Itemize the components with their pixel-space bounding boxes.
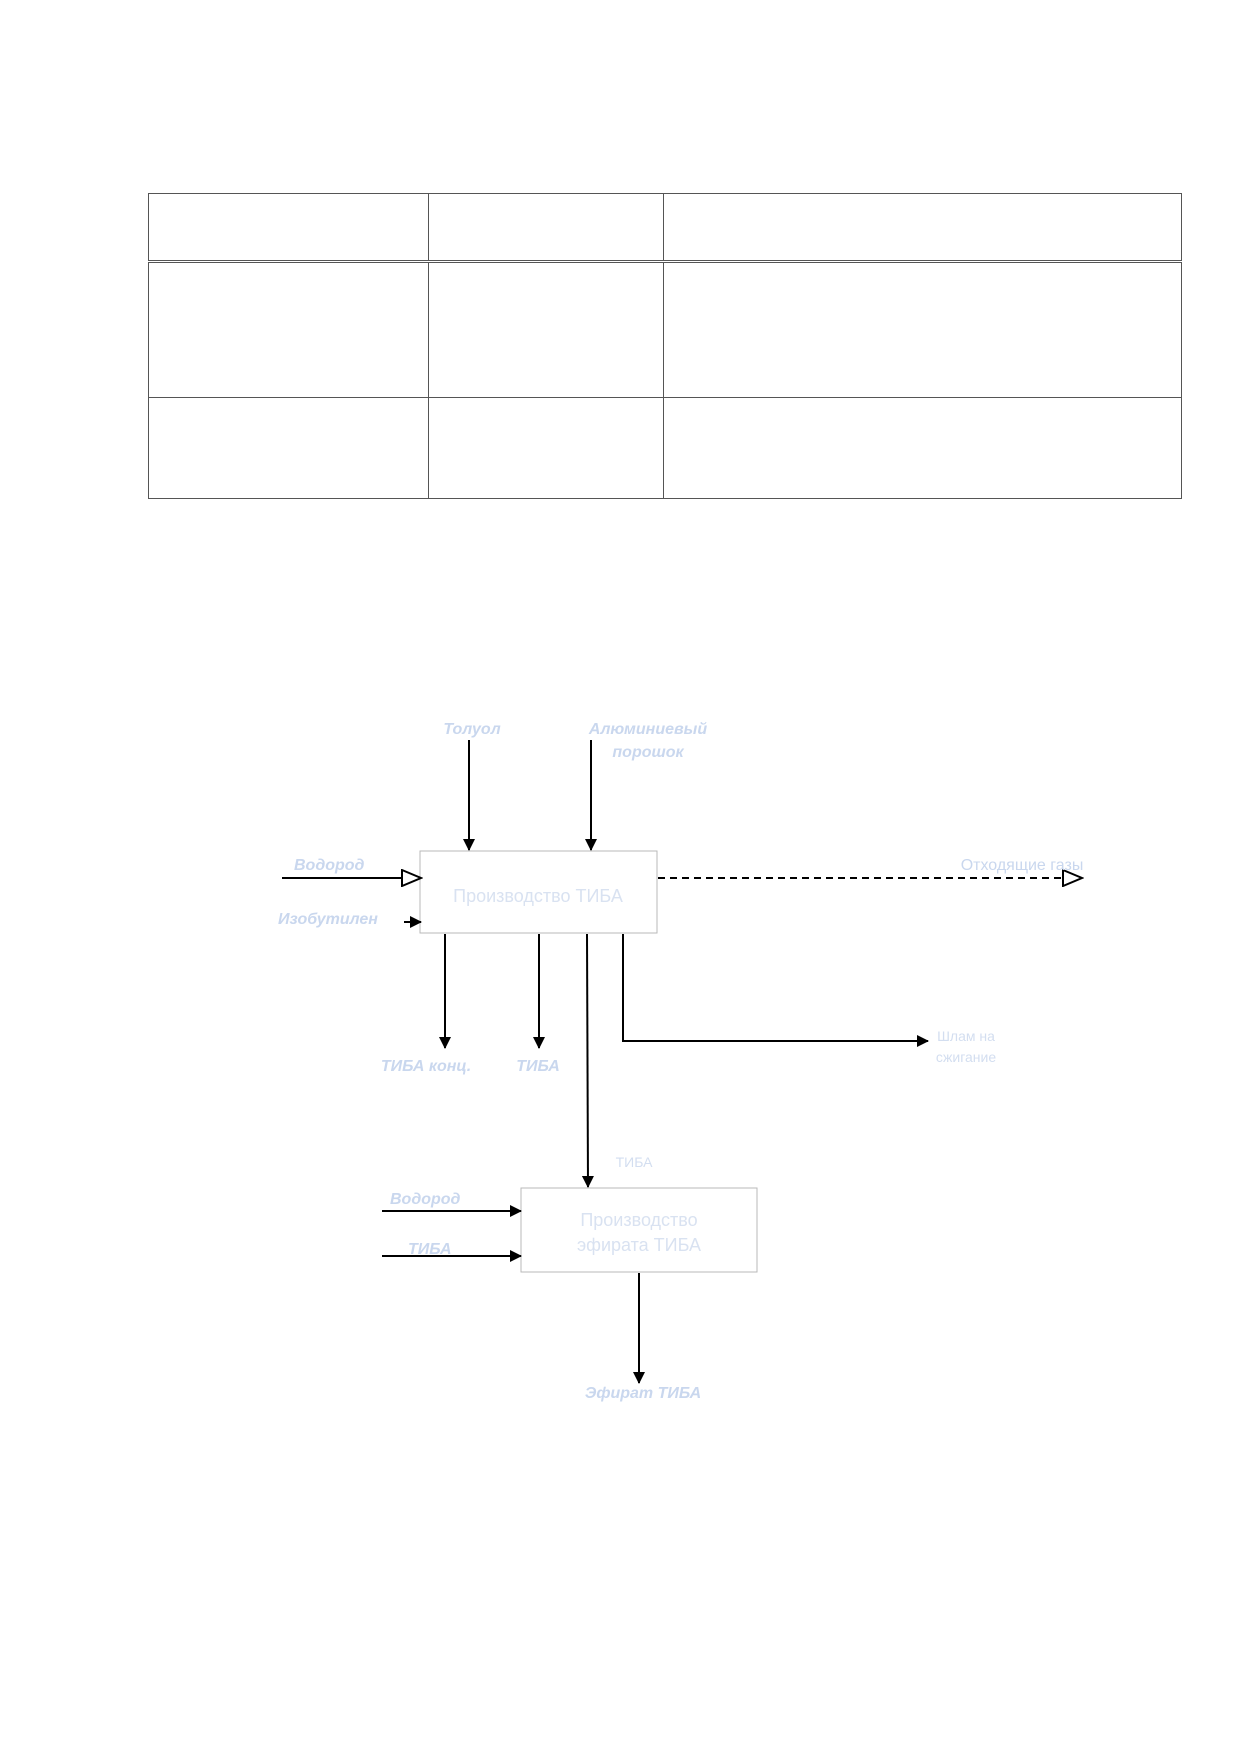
table-cell (663, 193, 1182, 263)
table-header-row (148, 193, 1182, 263)
off-gases-label: Отходящие газы (961, 857, 1084, 874)
table-cell (148, 193, 429, 263)
process-box-etherate-label-line2: эфирата ТИБА (577, 1235, 701, 1255)
tiba-etherate-label: Эфират ТИБА (585, 1385, 701, 1402)
tiba-output-label: ТИБА (516, 1058, 560, 1075)
sludge-label-line2: сжигание (936, 1049, 996, 1065)
aluminum-powder-label-line1: Алюминиевый (588, 721, 707, 738)
process-box-etherate (520, 1187, 758, 1273)
table-cell (663, 261, 1182, 398)
tiba-connector-arrow (581, 933, 594, 1188)
aluminum-powder-label-line2: порошок (612, 744, 684, 761)
empty-table (148, 193, 1182, 499)
tiba-input-label: ТИБА (408, 1241, 452, 1258)
process-box-tiba-label: Производство ТИБА (453, 886, 623, 906)
table-cell (428, 261, 664, 398)
table-row (148, 261, 1182, 398)
table-cell (148, 397, 429, 499)
hydrogen-label-2: Водород (390, 1191, 461, 1208)
table-cell (428, 397, 664, 499)
table-cell (663, 397, 1182, 499)
isobutylene-label: Изобутилен (278, 911, 378, 928)
table-row (148, 397, 1182, 499)
tiba-connector-label: ТИБА (616, 1154, 653, 1170)
process-box-tiba (419, 850, 658, 934)
sludge-arrow (622, 934, 929, 1047)
tiba-conc-label: ТИБА конц. (381, 1058, 471, 1075)
toluene-label: Толуол (443, 721, 500, 738)
table-cell (428, 193, 664, 263)
hydrogen-label-1: Водород (294, 857, 365, 874)
sludge-label-line1: Шлам на (937, 1028, 995, 1044)
process-box-etherate-label-line1: Производство (580, 1210, 697, 1230)
